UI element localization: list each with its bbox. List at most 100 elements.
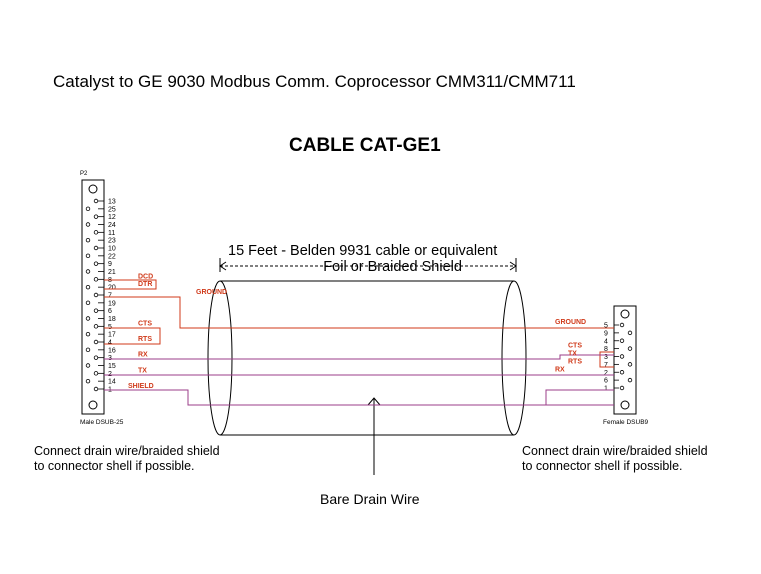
- left-pin-number: 19: [108, 300, 116, 307]
- left-pin-marker: [85, 347, 91, 353]
- left-pin-number: 15: [108, 363, 116, 370]
- left-pin-number: 7: [108, 293, 112, 300]
- wire-cts-rts-loop-left: [104, 327, 161, 345]
- left-signal-label: SHIELD: [128, 383, 154, 390]
- left-connector-label: Male DSUB-25: [80, 419, 124, 426]
- right-connector-label: Female DSUB9: [603, 419, 649, 426]
- left-pin-marker: [93, 371, 99, 376]
- left-pin-number: 5: [108, 324, 112, 331]
- left-pin-number: 11: [108, 230, 115, 237]
- right-pin-marker: [619, 322, 625, 328]
- right-signal-label: RTS: [568, 358, 582, 365]
- left-signal-label: RTS: [138, 336, 152, 343]
- left-pin-marker: [93, 292, 99, 298]
- left-pin-marker: [85, 378, 91, 384]
- left-signal-label: CTS: [138, 320, 152, 327]
- left-pin-number: 16: [108, 347, 116, 354]
- right-pin-marker: [627, 362, 633, 367]
- drain-wire-arrow: [367, 397, 381, 475]
- signal-labels: DCDDTRGROUNDCTSRTSRXTXSHIELDGROUNDCTSTXR…: [128, 273, 586, 390]
- right-pin-number: 9: [604, 330, 608, 337]
- left-connector-tag: P2: [80, 171, 88, 177]
- right-pin-marker: [619, 354, 625, 359]
- left-pin-marker: [85, 206, 91, 212]
- left-pin-marker: [93, 277, 99, 282]
- right-pin-number: 8: [604, 346, 608, 353]
- right-pin-marker: [627, 377, 633, 383]
- left-signal-label: DTR: [138, 281, 152, 288]
- left-pin-number: 20: [108, 285, 116, 292]
- note-left-line2: to connector shell if possible.: [34, 459, 195, 473]
- left-pin-marker: [85, 222, 91, 227]
- wire-rx-to-tx: [104, 354, 614, 360]
- right-pin-number: 6: [604, 378, 608, 385]
- left-pin-marker: [85, 316, 91, 321]
- left-signal-label: RX: [138, 352, 148, 359]
- right-signal-label: RX: [555, 366, 565, 373]
- wire-drain-right: [545, 389, 614, 405]
- left-pin-marker: [85, 331, 91, 337]
- wire-dcd-dtr-loop: [104, 279, 157, 290]
- left-pin-marker: [85, 284, 91, 290]
- right-pin-marker: [619, 370, 625, 375]
- wire-shield: [104, 389, 614, 406]
- left-pin-marker: [85, 363, 91, 368]
- left-pin-number: 4: [108, 340, 112, 347]
- cable-description: 15 Feet - Belden 9931 cable or equivalen…: [228, 243, 497, 275]
- left-pin-marker: [85, 237, 91, 243]
- drain-wire-label: Bare Drain Wire: [320, 491, 420, 507]
- right-pin-number: 3: [604, 354, 608, 361]
- left-pin-marker: [93, 355, 99, 360]
- note-left: Connect drain wire/braided shield to con…: [34, 444, 220, 474]
- left-pin-number: 10: [108, 246, 116, 253]
- left-pin-marker: [85, 269, 91, 274]
- right-signal-label: TX: [568, 351, 577, 358]
- diagram-title: Catalyst to GE 9030 Modbus Comm. Coproce…: [53, 72, 576, 91]
- right-connector: [613, 305, 637, 415]
- left-pin-number: 13: [108, 199, 116, 206]
- left-pin-marker: [93, 308, 99, 313]
- left-connector-pins: 1325122411231022921820719618517416315214…: [85, 198, 116, 394]
- left-pin-number: 17: [108, 332, 116, 339]
- right-pin-number: 2: [604, 370, 608, 377]
- note-right-line2: to connector shell if possible.: [522, 459, 683, 473]
- right-pin-marker: [627, 346, 633, 351]
- left-pin-number: 2: [108, 371, 112, 378]
- left-pin-number: 12: [108, 214, 116, 221]
- left-signal-label: TX: [138, 367, 147, 374]
- left-pin-number: 6: [108, 308, 112, 315]
- left-pin-marker: [93, 198, 99, 204]
- left-pin-marker: [93, 386, 99, 392]
- left-pin-number: 25: [108, 206, 116, 213]
- cable-desc-line2: Foil or Braided Shield: [323, 259, 462, 275]
- left-pin-number: 21: [108, 269, 116, 276]
- left-pin-number: 18: [108, 316, 116, 323]
- left-pin-marker: [93, 230, 99, 235]
- right-pin-marker: [619, 338, 625, 343]
- wire-ground: [104, 296, 614, 329]
- left-signal-label: GROUND: [196, 289, 227, 296]
- cable-title: CABLE CAT-GE1: [289, 135, 441, 156]
- left-pin-marker: [85, 253, 91, 259]
- left-pin-number: 9: [108, 261, 112, 268]
- right-pin-number: 7: [604, 362, 608, 369]
- left-pin-marker: [93, 261, 99, 266]
- cable-body: [207, 280, 527, 436]
- left-pin-number: 22: [108, 253, 116, 260]
- right-pin-number: 1: [604, 386, 608, 393]
- left-pin-marker: [93, 339, 99, 345]
- left-signal-label: DCD: [138, 273, 153, 280]
- note-right: Connect drain wire/braided shield to con…: [522, 444, 708, 474]
- cable-length-dimension: [219, 258, 517, 272]
- left-pin-marker: [93, 324, 99, 329]
- right-signal-label: GROUND: [555, 319, 586, 326]
- right-pin-number: 5: [604, 323, 608, 330]
- right-pin-marker: [619, 385, 625, 391]
- left-pin-marker: [93, 245, 99, 251]
- cable-desc-line1: 15 Feet - Belden 9931 cable or equivalen…: [228, 243, 498, 259]
- right-pin-number: 4: [604, 338, 608, 345]
- left-connector: [81, 179, 105, 415]
- left-pin-marker: [85, 300, 91, 306]
